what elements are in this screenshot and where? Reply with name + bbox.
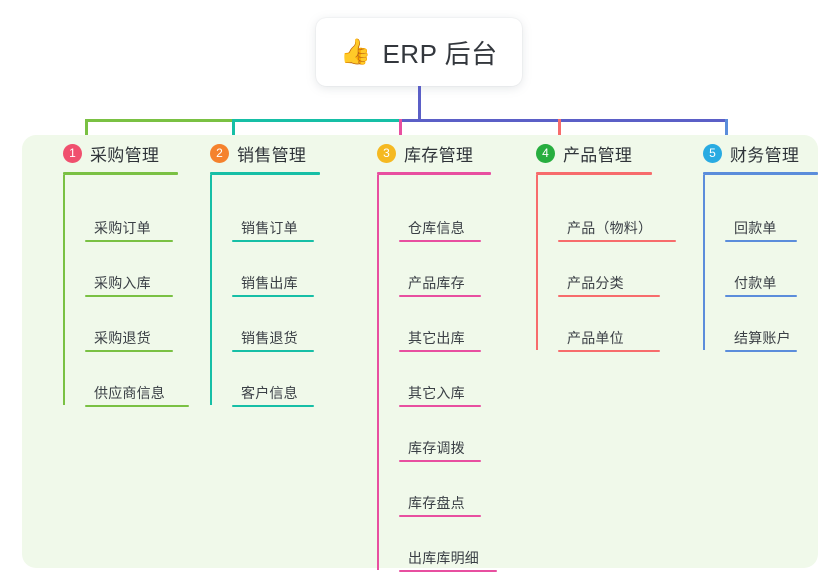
bus-segment-green xyxy=(85,119,235,122)
branch-item-label: 库存盘点 xyxy=(408,495,465,511)
branch-header-5[interactable]: 5 财务管理 xyxy=(703,141,799,166)
branch-item-rule xyxy=(399,460,481,462)
branch-connector-drop-1 xyxy=(85,119,88,149)
branch-item-rule xyxy=(399,405,481,407)
branch-number-badge-2: 2 xyxy=(210,144,229,163)
branch-item-label: 结算账户 xyxy=(734,330,791,346)
branch-item-label: 出库库明细 xyxy=(408,550,479,566)
branch-item-rule xyxy=(399,295,481,297)
branch-item-rule xyxy=(399,515,481,517)
branch-item-rule xyxy=(725,295,797,297)
branches-panel: 1 采购管理采购订单采购入库采购退货供应商信息 2 销售管理销售订单销售出库销售退货客… xyxy=(22,135,818,572)
root-node-card[interactable]: 👍 ERP 后台 xyxy=(316,18,522,86)
branch-header-2[interactable]: 2 销售管理 xyxy=(210,141,306,166)
branch-item-rule xyxy=(85,240,173,242)
branch-item-rule xyxy=(85,295,173,297)
branch-item-label: 产品单位 xyxy=(567,330,624,346)
branch-item-label: 产品分类 xyxy=(567,275,624,291)
branch-spine-4 xyxy=(536,175,538,350)
branch-item-rule xyxy=(558,295,660,297)
branch-spine-1 xyxy=(63,175,65,405)
branch-item-rule xyxy=(399,570,497,572)
branch-item-rule xyxy=(85,405,189,407)
branch-item-rule xyxy=(399,350,481,352)
root-node-content: 👍 ERP 后台 xyxy=(340,34,497,71)
branch-item-rule xyxy=(725,350,797,352)
branch-item-label: 库存调拨 xyxy=(408,440,465,456)
branch-title-2: 销售管理 xyxy=(237,146,307,165)
branch-item-label: 其它出库 xyxy=(408,330,465,346)
branch-title-5: 财务管理 xyxy=(730,146,800,165)
branch-item-label: 产品库存 xyxy=(408,275,465,291)
branch-header-4[interactable]: 4 产品管理 xyxy=(536,141,632,166)
bus-segment-indigo xyxy=(399,119,728,122)
branch-connector-drop-4 xyxy=(558,119,561,149)
root-node-title: ERP 后台 xyxy=(382,38,498,69)
branch-number-badge-5: 5 xyxy=(703,144,722,163)
branch-item-rule xyxy=(558,240,676,242)
branch-item-label: 采购订单 xyxy=(94,220,151,236)
branch-number-badge-4: 4 xyxy=(536,144,555,163)
branch-item-label: 其它入库 xyxy=(408,385,465,401)
branch-item-label: 采购入库 xyxy=(94,275,151,291)
branch-connector-drop-5 xyxy=(725,119,728,149)
branch-item-rule xyxy=(232,240,314,242)
bus-segment-teal xyxy=(232,119,402,122)
branch-item-label: 仓库信息 xyxy=(408,220,465,236)
branch-item-rule xyxy=(232,405,314,407)
branch-item-label: 付款单 xyxy=(734,275,777,291)
branch-item-label: 客户信息 xyxy=(241,385,298,401)
branch-item-label: 产品（物料） xyxy=(567,220,653,236)
branch-spine-5 xyxy=(703,175,705,350)
branch-title-3: 库存管理 xyxy=(404,146,474,165)
branch-item-label: 销售退货 xyxy=(241,330,298,346)
branch-title-4: 产品管理 xyxy=(563,146,633,165)
branch-item-rule xyxy=(558,350,660,352)
branch-spine-3 xyxy=(377,175,379,570)
branch-number-badge-3: 3 xyxy=(377,144,396,163)
branch-number-badge-1: 1 xyxy=(63,144,82,163)
branch-item-label: 供应商信息 xyxy=(94,385,165,401)
branch-header-rule-4 xyxy=(536,172,652,175)
branch-header-1[interactable]: 1 采购管理 xyxy=(63,141,159,166)
branch-item-rule xyxy=(725,240,797,242)
branch-item-label: 采购退货 xyxy=(94,330,151,346)
branch-item-label: 销售出库 xyxy=(241,275,298,291)
thumbs-up-icon: 👍 xyxy=(340,37,372,66)
branch-header-rule-3 xyxy=(377,172,491,175)
root-connector-drop xyxy=(418,86,421,122)
branch-item-rule xyxy=(85,350,173,352)
branch-item-rule xyxy=(232,295,314,297)
branch-item-label: 回款单 xyxy=(734,220,777,236)
branch-connector-drop-2 xyxy=(232,119,235,149)
branch-header-rule-2 xyxy=(210,172,320,175)
branch-header-rule-5 xyxy=(703,172,818,175)
branch-item-rule xyxy=(399,240,481,242)
branch-spine-2 xyxy=(210,175,212,405)
branch-header-3[interactable]: 3 库存管理 xyxy=(377,141,473,166)
branch-header-rule-1 xyxy=(63,172,178,175)
branch-item-rule xyxy=(232,350,314,352)
branch-connector-drop-3 xyxy=(399,119,402,149)
branch-item-label: 销售订单 xyxy=(241,220,298,236)
branch-title-1: 采购管理 xyxy=(90,146,160,165)
